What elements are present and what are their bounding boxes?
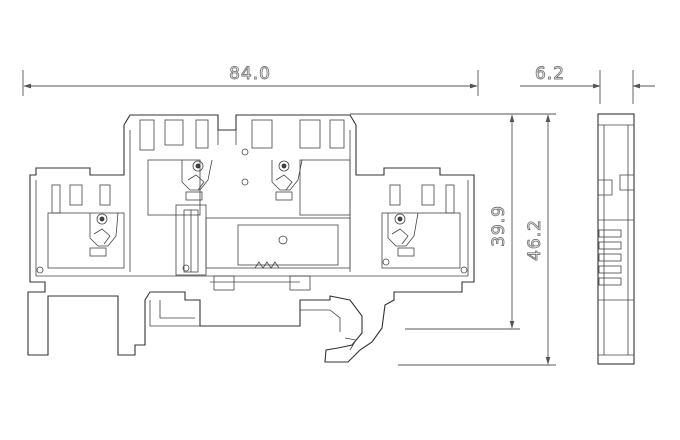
side-view-ribs — [598, 229, 622, 286]
dimension-label-inner-height: 39.9 — [489, 205, 509, 247]
spring-clamp-upper-right — [271, 159, 303, 201]
dimension-width-84: 84.0 — [22, 64, 479, 96]
dimension-height-39-9: 39.9 — [350, 113, 520, 330]
spring-clamp-lower-right — [387, 212, 419, 257]
terminal-block-front-view — [27, 114, 475, 363]
spring-clamp-upper-left — [181, 159, 213, 201]
spring-clamp-lower-left — [89, 212, 119, 257]
dimension-width-6-2: 6.2 — [520, 64, 655, 104]
dimension-label-width: 84.0 — [229, 64, 271, 84]
dimension-label-side-width: 6.2 — [535, 64, 565, 84]
dimension-label-overall-height: 46.2 — [525, 219, 545, 261]
dimension-height-46-2: 46.2 — [398, 113, 556, 366]
terminal-block-side-view — [597, 113, 635, 365]
